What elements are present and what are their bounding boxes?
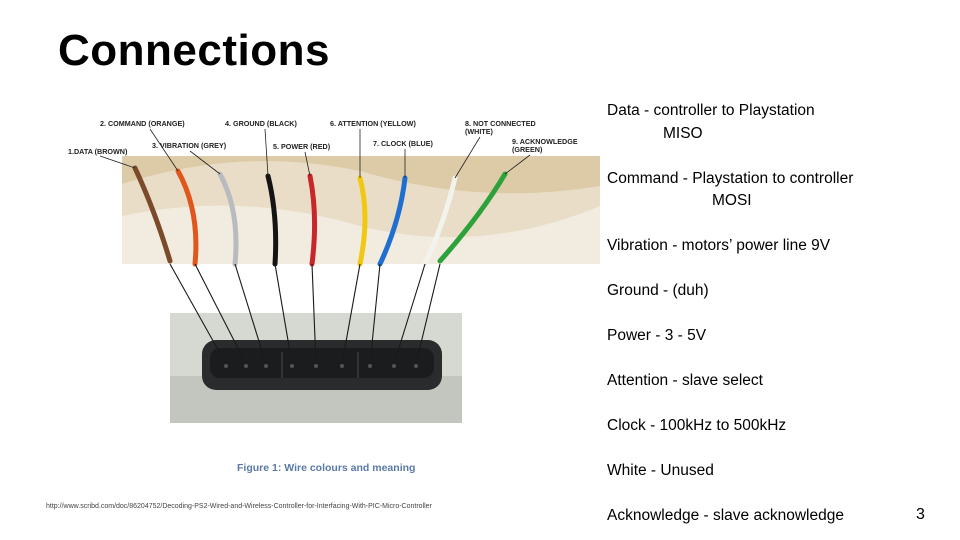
note-data-sub: MISO	[607, 123, 937, 146]
slide-title: Connections	[58, 26, 330, 76]
label-not-connected-color: (WHITE)	[465, 127, 494, 136]
note-data: Data - controller to Playstation	[607, 100, 937, 123]
note-attention: Attention - slave select	[607, 370, 937, 393]
note-power: Power - 3 - 5V	[607, 325, 937, 348]
label-data: 1.DATA (BROWN)	[68, 147, 128, 156]
page-number: 3	[916, 506, 925, 524]
note-acknowledge: Acknowledge - slave acknowledge	[607, 505, 937, 528]
label-power: 5. POWER (RED)	[273, 142, 331, 151]
label-ground: 4. GROUND (BLACK)	[225, 119, 297, 128]
connector-face	[210, 348, 434, 378]
note-command: Command - Playstation to controller	[607, 168, 937, 191]
label-acknowledge-color: (GREEN)	[512, 145, 543, 154]
note-ground: Ground - (duh)	[607, 280, 937, 303]
source-link[interactable]: http://www.scribd.com/doc/86204752/Decod…	[46, 503, 432, 510]
note-vibration: Vibration - motors’ power line 9V	[607, 235, 937, 258]
wire-photo: 1.DATA (BROWN) 2. COMMAND (ORANGE) 3. VI…	[60, 96, 600, 488]
figure-caption: Figure 1: Wire colours and meaning	[237, 462, 415, 474]
label-clock: 7. CLOCK (BLUE)	[373, 139, 434, 148]
note-command-sub: MOSI	[607, 190, 937, 213]
note-white: White - Unused	[607, 460, 937, 483]
wire-diagram-figure: 1.DATA (BROWN) 2. COMMAND (ORANGE) 3. VI…	[60, 96, 600, 488]
note-clock: Clock - 100kHz to 500kHz	[607, 415, 937, 438]
connection-notes: Data - controller to Playstation MISO Co…	[607, 100, 937, 528]
label-command: 2. COMMAND (ORANGE)	[100, 119, 185, 128]
label-attention: 6. ATTENTION (YELLOW)	[330, 119, 416, 128]
